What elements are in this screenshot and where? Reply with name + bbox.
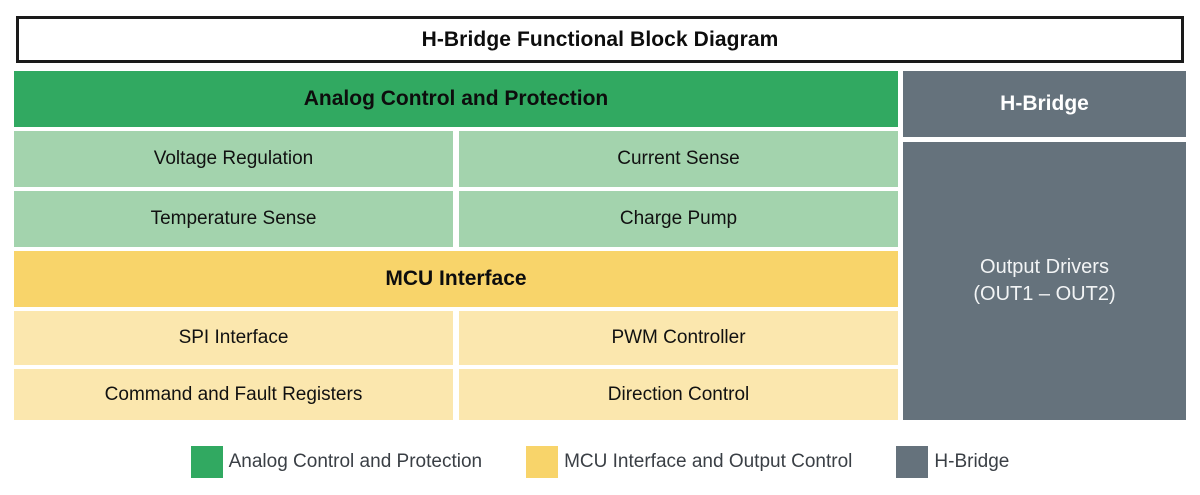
mcu-header-label: MCU Interface xyxy=(385,266,527,290)
analog-block-row-2: Temperature Sense Charge Pump xyxy=(14,191,898,247)
block-voltage-regulation-label: Voltage Regulation xyxy=(153,148,314,170)
block-command-and-fault-registers[interactable]: Command and Fault Registers xyxy=(14,369,453,420)
block-direction-control-label: Direction Control xyxy=(607,383,750,405)
diagram-title: H-Bridge Functional Block Diagram xyxy=(421,27,779,51)
functional-blocks-column: Analog Control and Protection Voltage Re… xyxy=(14,71,898,420)
analog-control-and-protection-header[interactable]: Analog Control and Protection xyxy=(14,71,898,127)
output-pins-label: (OUT1 – OUT2) xyxy=(973,283,1116,305)
block-current-sense[interactable]: Current Sense xyxy=(459,131,898,187)
block-spi-interface[interactable]: SPI Interface xyxy=(14,311,453,365)
legend-label-hbridge: H-Bridge xyxy=(934,451,1010,472)
legend-label-mcu: MCU Interface and Output Control xyxy=(564,451,853,472)
mcu-block-row-2: Command and Fault Registers Direction Co… xyxy=(14,369,898,420)
mcu-section-header-row: MCU Interface xyxy=(14,251,898,307)
hbridge-column: H-Bridge Output Drivers (OUT1 – OUT2) xyxy=(903,71,1186,420)
block-pwm-controller[interactable]: PWM Controller xyxy=(459,311,898,365)
legend-swatch-mcu-icon xyxy=(526,446,559,478)
block-current-sense-label: Current Sense xyxy=(617,148,740,170)
legend-item-hbridge: H-Bridge xyxy=(896,446,1009,478)
hbridge-output-drivers-block[interactable]: Output Drivers (OUT1 – OUT2) xyxy=(903,142,1186,420)
block-voltage-regulation[interactable]: Voltage Regulation xyxy=(14,131,453,187)
block-command-and-fault-registers-label: Command and Fault Registers xyxy=(104,383,363,405)
block-temperature-sense-label: Temperature Sense xyxy=(150,208,317,230)
output-drivers-label: Output Drivers xyxy=(980,256,1109,278)
analog-section-header-row: Analog Control and Protection xyxy=(14,71,898,127)
block-charge-pump[interactable]: Charge Pump xyxy=(459,191,898,247)
hbridge-header-label: H-Bridge xyxy=(1000,92,1089,115)
legend-swatch-analog-icon xyxy=(190,446,223,478)
analog-header-label: Analog Control and Protection xyxy=(303,86,609,110)
legend-item-analog: Analog Control and Protection xyxy=(190,446,483,478)
legend-label-analog: Analog Control and Protection xyxy=(228,451,483,472)
hbridge-header[interactable]: H-Bridge xyxy=(903,71,1186,137)
analog-block-row-1: Voltage Regulation Current Sense xyxy=(14,131,898,187)
block-spi-interface-label: SPI Interface xyxy=(178,327,289,349)
legend-swatch-hbridge-icon xyxy=(896,446,929,478)
mcu-interface-header[interactable]: MCU Interface xyxy=(14,251,898,307)
diagram-body: Analog Control and Protection Voltage Re… xyxy=(0,71,1200,423)
diagram-title-bar: H-Bridge Functional Block Diagram xyxy=(16,16,1184,63)
block-direction-control[interactable]: Direction Control xyxy=(459,369,898,420)
legend-item-mcu: MCU Interface and Output Control xyxy=(526,446,852,478)
block-charge-pump-label: Charge Pump xyxy=(619,208,738,230)
block-pwm-controller-label: PWM Controller xyxy=(611,327,746,349)
legend: Analog Control and Protection MCU Interf… xyxy=(0,438,1200,486)
mcu-block-row-1: SPI Interface PWM Controller xyxy=(14,311,898,365)
block-temperature-sense[interactable]: Temperature Sense xyxy=(14,191,453,247)
